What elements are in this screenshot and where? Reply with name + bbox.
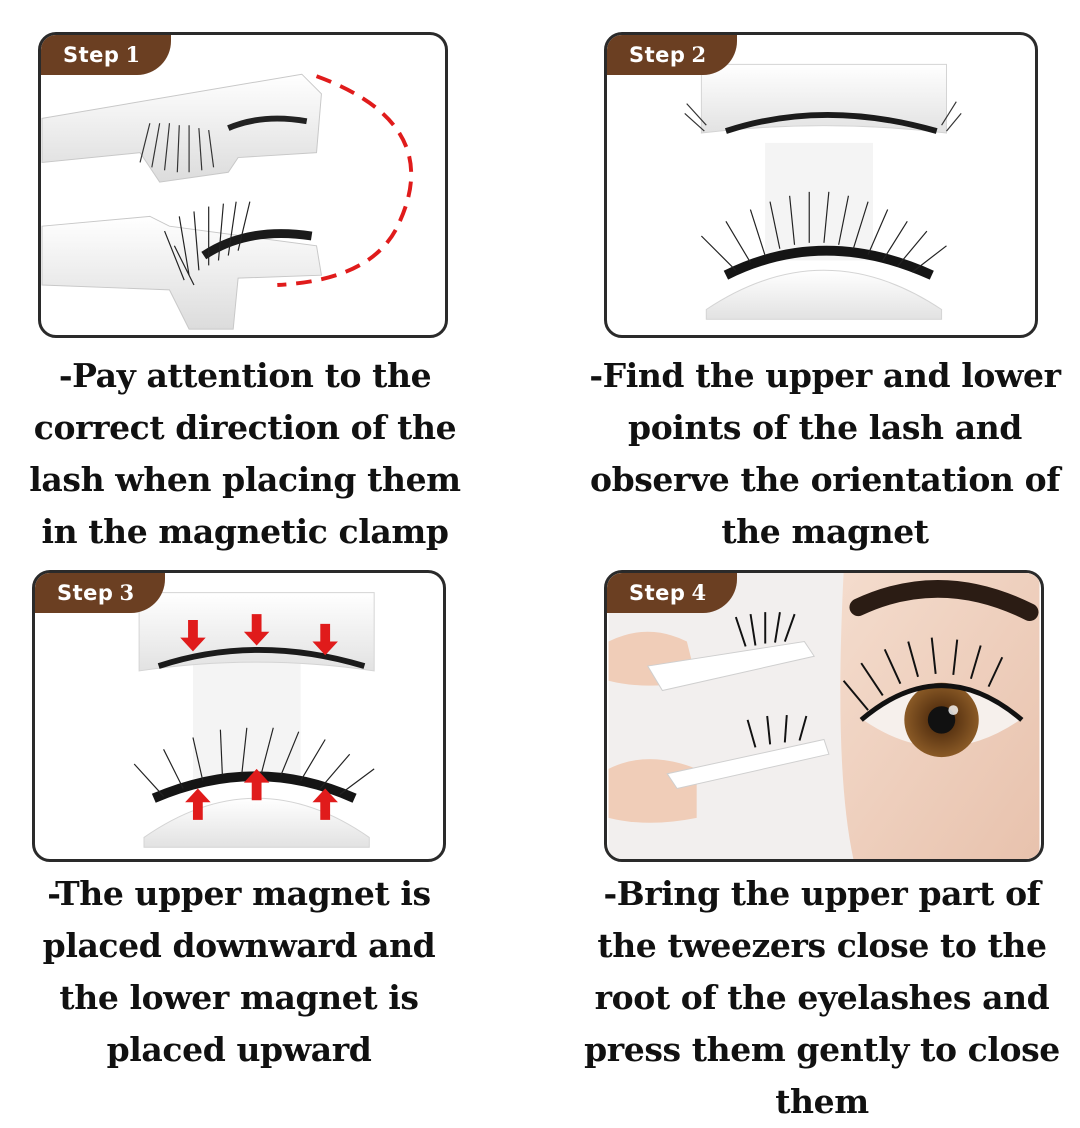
magnetic-clamp-illustration — [41, 73, 414, 330]
step-4-caption: -Bring the upper part of the tweezers cl… — [584, 874, 1060, 1121]
magnet-arrows-illustration — [133, 592, 375, 848]
lash-holder-illustration — [684, 63, 962, 320]
step-1-caption: -Pay attention to the correct direction … — [29, 356, 461, 551]
step-2-caption: -Find the upper and lower points of the … — [589, 356, 1061, 551]
eye-application-photo — [608, 573, 1040, 859]
step-3-caption: -The upper magnet is placed downward and… — [42, 874, 436, 1069]
